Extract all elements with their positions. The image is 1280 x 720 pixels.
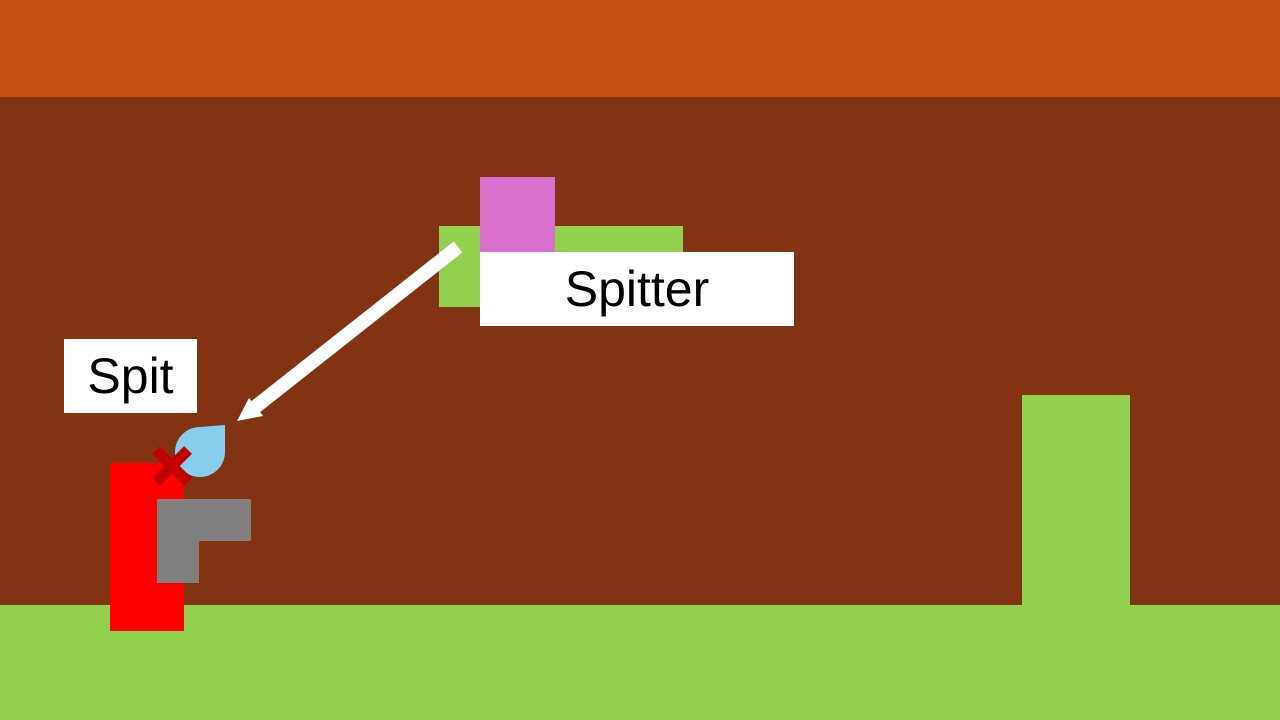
green-pillar — [1022, 395, 1130, 605]
spitter-enemy — [480, 177, 555, 252]
spit-label: Spit — [64, 339, 197, 413]
droplet-icon — [168, 425, 226, 477]
ground-floor — [0, 605, 1280, 720]
gun-shape — [157, 499, 251, 583]
sky-band — [0, 0, 1280, 97]
cross-mark-icon — [148, 442, 196, 490]
spit-projectile — [175, 425, 225, 477]
hit-marker — [152, 446, 192, 486]
player-gun — [157, 499, 251, 583]
spitter-label: Spitter — [480, 252, 794, 326]
